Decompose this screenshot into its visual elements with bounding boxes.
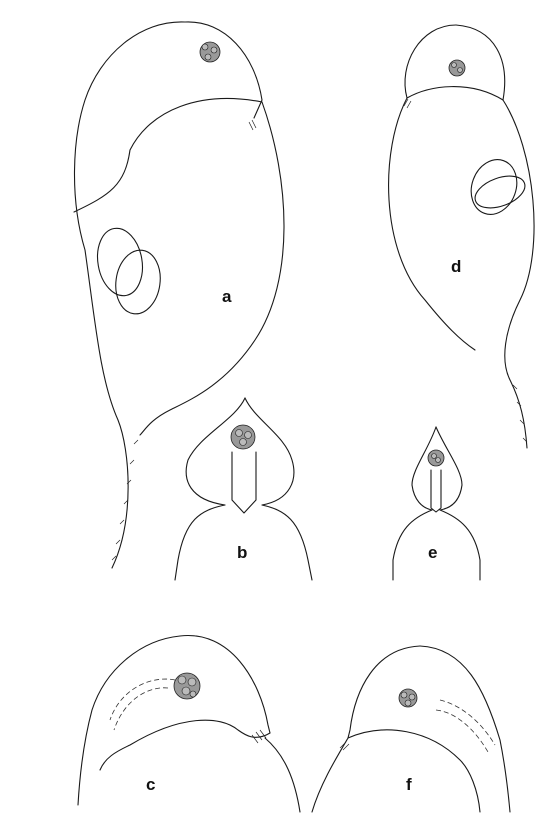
panel-a-drawing <box>74 22 284 568</box>
panel-c-label: c <box>146 775 155 794</box>
panel-b-label: b <box>237 543 247 562</box>
panel-e-label: e <box>428 543 437 562</box>
panel-e-nucleus <box>428 450 444 466</box>
panel-f-label: f <box>406 775 412 794</box>
panel-d-drawing <box>389 25 534 448</box>
panel-b-nucleus <box>231 425 255 449</box>
panel-c-nucleus <box>174 673 200 699</box>
panel-d-nucleus <box>449 60 465 76</box>
panel-d-label: d <box>451 257 461 276</box>
panel-c-drawing <box>78 636 300 812</box>
panel-a-nucleus <box>200 42 220 62</box>
panel-a-label: a <box>222 287 232 306</box>
panel-f-nucleus <box>399 689 417 707</box>
